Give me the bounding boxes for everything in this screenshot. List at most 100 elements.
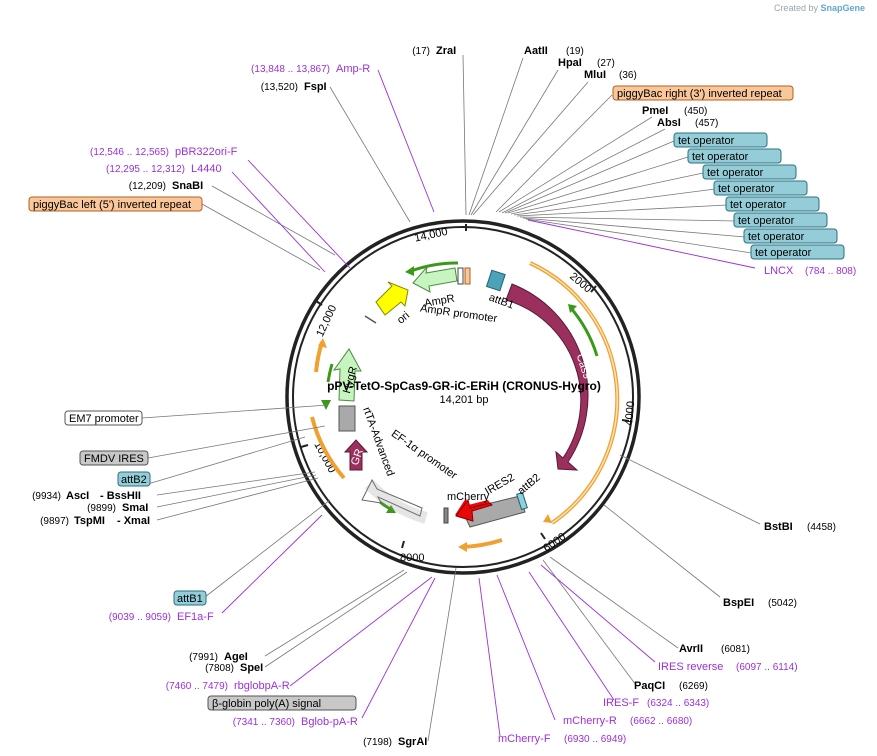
box-tet-operator-7 bbox=[743, 228, 838, 244]
orange-arc-left-low bbox=[310, 416, 346, 480]
box-tet-operator-2-label: tet operator bbox=[692, 151, 749, 163]
box-fmdv-ires-label: FMDV IRES bbox=[84, 453, 144, 465]
box-tet-operator-8-label: tet operator bbox=[755, 247, 812, 259]
primer-lncx: LNCX bbox=[764, 265, 794, 277]
green-arc-right-head bbox=[568, 304, 577, 313]
site-fspi: FspI bbox=[304, 81, 327, 93]
primer-l4440-pos: (12,295 .. 12,312) bbox=[106, 164, 185, 175]
orange-arc-right-head bbox=[543, 514, 552, 523]
ampr-label: AmpR bbox=[423, 293, 455, 310]
box-tet-operator-4 bbox=[713, 180, 808, 196]
site-hpai: HpaI bbox=[558, 57, 582, 69]
box-tet-operator-5-label: tet operator bbox=[730, 199, 787, 211]
plasmid-length: 14,201 bp bbox=[440, 394, 489, 406]
site-bstbi: BstBI bbox=[764, 521, 793, 533]
site-tspmi: TspMI bbox=[74, 515, 105, 527]
box-piggybac-left bbox=[28, 196, 203, 212]
site-bsshii: - BssHII bbox=[100, 490, 141, 502]
site-snabi-pos: (12,209) bbox=[129, 181, 166, 192]
box-tet-operator-3-label: tet operator bbox=[707, 167, 764, 179]
primer-mcherry-f-pos: (6930 .. 6949) bbox=[564, 734, 626, 745]
primer-mcherry-r: mCherry-R bbox=[563, 715, 617, 727]
gr-label: GR bbox=[349, 447, 366, 467]
site-avrii: AvrII bbox=[679, 643, 703, 655]
credit-prefix: Created by bbox=[773, 3, 818, 13]
tick-label-8000: 8000 bbox=[400, 552, 424, 564]
box-beta-globin-polya bbox=[207, 695, 357, 711]
site-sgrai-pos: (7198) bbox=[363, 737, 392, 748]
primer-ires-f-pos: (6324 .. 6343) bbox=[647, 698, 709, 709]
ampr-promoter-feature bbox=[457, 267, 464, 285]
box-em7-promoter bbox=[64, 410, 143, 426]
box-em7-promoter-label: EM7 promoter bbox=[69, 413, 139, 425]
site-pmei-pos: (450) bbox=[684, 106, 707, 117]
site-smai-pos: (9899) bbox=[87, 503, 116, 514]
site-snabi: SnaBI bbox=[172, 180, 203, 192]
primer-lncx-pos: (784 .. 808) bbox=[805, 266, 856, 277]
site-sgrai: SgrAI bbox=[398, 736, 427, 748]
cas9-arrow bbox=[505, 283, 589, 471]
green-arc-top-head bbox=[405, 266, 414, 276]
site-asci: AscI bbox=[66, 490, 89, 502]
leader-lines bbox=[141, 54, 761, 742]
box-piggybac-right bbox=[612, 85, 794, 101]
plasmid-title: pPV-TetO-SpCas9-GR-iC-ERiH (CRONUS-Hygro… bbox=[327, 379, 601, 393]
mcherry-small-feature bbox=[443, 507, 449, 524]
site-avrii-pos: (6081) bbox=[721, 644, 750, 655]
site-fspi-pos: (13,520) bbox=[261, 82, 298, 93]
box-fmdv-ires bbox=[79, 450, 149, 466]
site-spei-pos: (7808) bbox=[205, 663, 234, 674]
orange-arc-bottom bbox=[461, 538, 503, 549]
primer-rbglobpa-pos: (7460 .. 7479) bbox=[166, 681, 228, 692]
primer-ires-reverse: IRES reverse bbox=[658, 661, 723, 673]
snapgene-logo: SnapGene bbox=[820, 3, 865, 13]
site-absi-pos: (457) bbox=[695, 118, 718, 129]
box-beta-globin-polya-label: β-globin poly(A) signal bbox=[212, 698, 321, 710]
primer-pbr322ori: pBR322ori-F bbox=[175, 146, 238, 158]
site-pmei: PmeI bbox=[642, 105, 668, 117]
box-piggybac-left-label: piggyBac left (5') inverted repeat bbox=[33, 199, 191, 211]
ampr-promoter-label: AmpR promoter bbox=[419, 302, 498, 325]
primer-pbr322ori-pos: (12,546 .. 12,565) bbox=[90, 147, 169, 158]
mcherry-arrow bbox=[455, 498, 493, 522]
orange-arc-bottom-head bbox=[458, 542, 467, 552]
ori-arrow bbox=[375, 281, 409, 316]
box-tet-operator-6-label: tet operator bbox=[738, 215, 795, 227]
attb2-feature bbox=[516, 491, 528, 511]
primers: (13,848 .. 13,867) Amp-R (12,546 .. 12,5… bbox=[90, 63, 856, 745]
site-mlui: MluI bbox=[584, 69, 606, 81]
box-tet-operator-8 bbox=[750, 244, 845, 260]
site-agei: AgeI bbox=[224, 651, 248, 663]
box-attb2 bbox=[117, 471, 151, 487]
tick-label-4000: 4000 bbox=[623, 401, 637, 426]
box-tet-operator-6 bbox=[733, 212, 828, 228]
site-hpai-pos: (27) bbox=[597, 58, 615, 69]
box-attb2-label: attB2 bbox=[121, 474, 147, 486]
ef1a-promoter-band bbox=[364, 479, 428, 524]
primer-ires-f: IRES-F bbox=[603, 697, 639, 709]
green-arc-bottom-head bbox=[386, 505, 396, 513]
primer-l4440: L4440 bbox=[191, 163, 222, 175]
site-asci-pos: (9934) bbox=[32, 491, 61, 502]
site-spei: SpeI bbox=[240, 662, 263, 674]
rtta-label: rtTA-Advanced bbox=[360, 406, 396, 478]
primer-rbglobpa: rbglobpA-R bbox=[234, 680, 290, 692]
site-absi: AbsI bbox=[657, 117, 681, 129]
box-tet-operator-2 bbox=[687, 148, 782, 164]
piggybac-right-feature bbox=[464, 267, 471, 285]
site-smai: SmaI bbox=[122, 502, 148, 514]
box-tet-operator-1 bbox=[673, 132, 768, 148]
restriction-sites: (17) ZraI AatII (19) HpaI (27) MluI (36)… bbox=[32, 45, 836, 748]
primer-ires-reverse-pos: (6097 .. 6114) bbox=[736, 662, 798, 673]
ampr-arrow bbox=[412, 265, 458, 293]
tick-label-10000: 10,000 bbox=[311, 440, 337, 475]
orange-arc-right-core bbox=[529, 262, 618, 524]
rtta-advanced-feature bbox=[338, 405, 356, 432]
primer-bglob: Bglob-pA-R bbox=[301, 716, 358, 728]
box-piggybac-right-label: piggyBac right (3') inverted repeat bbox=[617, 88, 782, 100]
feature-boxes: piggyBac right (3') inverted repeat tet … bbox=[28, 85, 845, 711]
ef1a-promoter-arrow bbox=[361, 478, 423, 517]
site-tspmi-pos: (9897) bbox=[40, 516, 69, 527]
site-aatii-pos: (19) bbox=[566, 46, 584, 57]
